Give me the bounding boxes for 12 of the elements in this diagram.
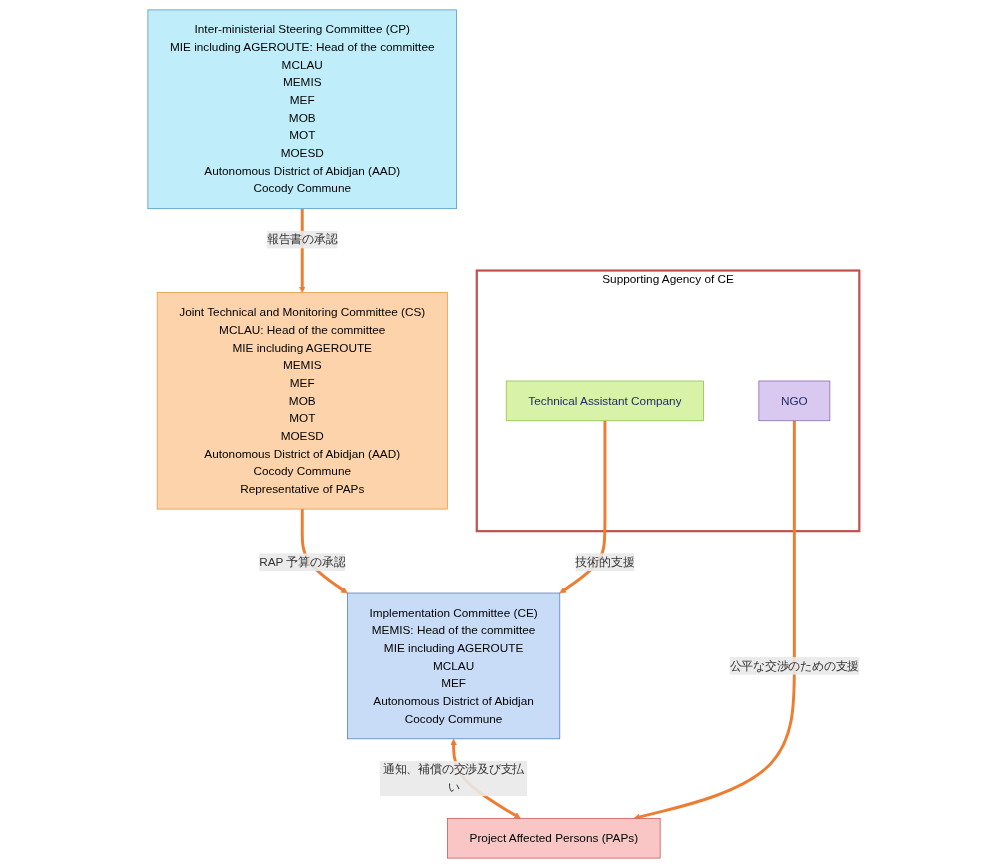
node-box: Joint Technical and Monitoring Committee (CS) MCLAU: Head of the committee MIE including AGEROUTE MEMIS MEF MOB MOT MOESD Autonomous District of Abidjan (AAD) Cocody Commune Representative of PAPs bbox=[156, 291, 448, 509]
edge-label: 報告書の承認 bbox=[266, 232, 338, 245]
node-box: Technical Assistant Company bbox=[505, 380, 704, 421]
edge-label: RAP 予算の承認 bbox=[259, 554, 346, 568]
arrow bbox=[559, 420, 607, 593]
node-box: Project Affected Persons (PAPs) bbox=[447, 817, 661, 858]
node-box: Implementation Committee (CE) MEMIS: Head of the committee MIE including AGEROUTE MCLAU MEF Autonomous District of Abidjan Cocody Commune bbox=[346, 592, 561, 739]
edge-label: 通知、補償の交渉及び支払い bbox=[382, 762, 525, 793]
node-box: NGO bbox=[758, 380, 831, 421]
node-box: Inter-ministerial Steering Committee (CP) MIE including AGEROUTE: Head of the committee MCLAU MEMIS MEF MOB MOT MOESD Autonomous District of Abidjan (AAD) Cocody Commune bbox=[147, 9, 457, 209]
edge-label: 技術的支援 bbox=[575, 554, 635, 568]
edge-label: 公平な交渉のための支援 bbox=[729, 658, 860, 672]
